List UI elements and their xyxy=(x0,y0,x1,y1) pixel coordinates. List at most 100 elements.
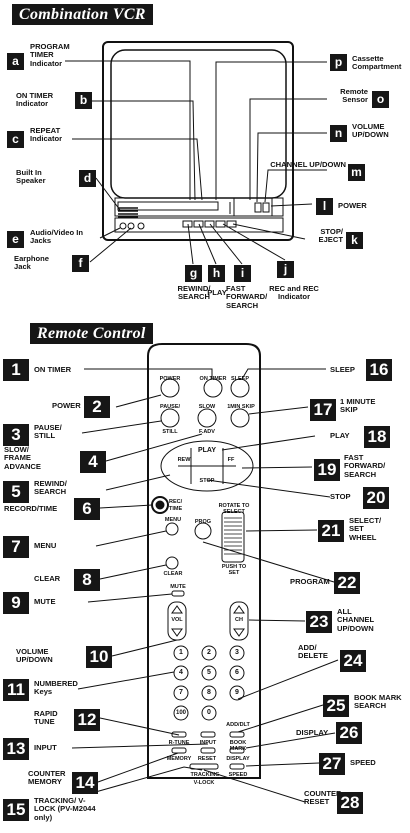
stop-button-label: STOP xyxy=(197,478,217,484)
clear-button-label: CLEAR xyxy=(163,571,183,577)
label-slow-frame-advance: SLOW/ FRAME ADVANCE xyxy=(4,446,52,471)
play-button-label: PLAY xyxy=(197,448,217,454)
label-volume-up-down-vcr: VOLUME UP/DOWN xyxy=(352,123,402,140)
label-on-timer-indicator: ON TIMER Indicator xyxy=(16,92,68,109)
key-6[interactable]: 6 xyxy=(230,670,244,676)
label-stop-eject: STOP/ EJECT xyxy=(307,228,343,245)
badge-c: c xyxy=(7,131,24,148)
badge-d: d xyxy=(79,170,96,187)
badge-16: 16 xyxy=(366,359,392,381)
label-built-in-speaker: Built In Speaker xyxy=(16,169,61,186)
badge-1: 1 xyxy=(3,359,29,381)
skip-button-label: 1MIN SKIP xyxy=(226,404,256,410)
label-select-set-wheel: SELECT/ SET WHEEL xyxy=(349,517,389,542)
label-menu: MENU xyxy=(34,542,56,550)
badge-5: 5 xyxy=(3,481,29,503)
key-4[interactable]: 4 xyxy=(174,670,188,676)
badge-m: m xyxy=(348,164,365,181)
label-fast-forward-search-remote: FAST FORWARD/ SEARCH xyxy=(344,454,394,479)
book-mark-button-label: BOOK MARK xyxy=(224,740,252,752)
slow-button-label: SLOW xyxy=(196,404,218,410)
label-speed: SPEED xyxy=(350,759,376,767)
badge-4: 4 xyxy=(80,451,106,473)
label-tracking-v-lock: TRACKING/ V-LOCK (PV-M2044 only) xyxy=(34,797,98,822)
badge-2: 2 xyxy=(84,396,110,418)
label-sleep: SLEEP xyxy=(330,366,355,374)
rec-button-label: REC/ xyxy=(169,499,185,505)
label-record-time: RECORD/TIME xyxy=(4,505,57,513)
key-7[interactable]: 7 xyxy=(174,690,188,696)
badge-15: 15 xyxy=(3,799,29,821)
badge-25: 25 xyxy=(323,695,349,717)
menu-button-label: MENU xyxy=(163,517,183,523)
badge-8: 8 xyxy=(74,569,100,591)
memory-button-label: MEMORY xyxy=(166,756,192,762)
label-one-minute-skip: 1 MINUTE SKIP xyxy=(340,398,382,415)
label-all-channel-up-down: ALL CHANNEL UP/DOWN xyxy=(337,608,387,633)
label-rec-indicator: REC and REC Indicator xyxy=(258,285,330,302)
label-channel-up-down: CHANNEL UP/DOWN xyxy=(329,161,346,169)
label-counter-reset: COUNTER RESET xyxy=(304,790,338,807)
badge-11: 11 xyxy=(3,679,29,701)
badge-7: 7 xyxy=(3,536,29,558)
reset-button-label: RESET xyxy=(197,756,217,762)
mute-button-label: MUTE xyxy=(168,584,188,590)
badge-b: b xyxy=(75,92,92,109)
label-cassette-compartment: Cassette Compartment xyxy=(352,55,408,72)
label-program: PROGRAM xyxy=(290,578,330,586)
badge-19: 19 xyxy=(314,459,340,481)
badge-a: a xyxy=(7,53,24,70)
push-set-label: PUSH TO SET xyxy=(217,564,251,576)
label-input: INPUT xyxy=(34,744,57,752)
badge-17: 17 xyxy=(310,399,336,421)
badge-k: k xyxy=(346,232,363,249)
badge-24: 24 xyxy=(340,650,366,672)
sleep-button-label: SLEEP xyxy=(229,376,251,382)
badge-22: 22 xyxy=(334,572,360,594)
badge-l: l xyxy=(316,198,333,215)
badge-21: 21 xyxy=(318,520,344,542)
ff-button-label: FF xyxy=(223,457,239,463)
badge-13: 13 xyxy=(3,738,29,760)
label-on-timer: ON TIMER xyxy=(34,366,71,374)
badge-26: 26 xyxy=(336,722,362,744)
badge-e: e xyxy=(7,231,24,248)
key-0[interactable]: 0 xyxy=(202,710,216,716)
badge-20: 20 xyxy=(363,487,389,509)
badge-j: j xyxy=(277,261,294,278)
label-counter-memory: COUNTER MEMORY xyxy=(28,770,70,787)
label-rewind-search-remote: REWIND/ SEARCH xyxy=(34,480,82,497)
badge-12: 12 xyxy=(74,709,100,731)
power-button-label: POWER xyxy=(158,376,182,382)
v-lock-button-label: V-LOCK xyxy=(192,780,216,786)
label-audio-video-in-jacks: Audio/Video In Jacks xyxy=(30,229,85,246)
label-mute: MUTE xyxy=(34,598,56,606)
pause-button-label: PAUSE/ xyxy=(158,404,182,410)
key-9[interactable]: 9 xyxy=(230,690,244,696)
key-8[interactable]: 8 xyxy=(202,690,216,696)
label-clear: CLEAR xyxy=(34,575,60,583)
badge-f: f xyxy=(72,255,89,272)
badge-g: g xyxy=(185,265,202,282)
key-100[interactable]: 100 xyxy=(174,710,188,716)
label-power-vcr: POWER xyxy=(338,202,378,210)
label-stop-remote: STOP xyxy=(330,493,351,501)
label-numbered-keys: NUMBERED Keys xyxy=(34,680,78,697)
label-repeat-indicator: REPEAT Indicator xyxy=(30,127,80,144)
rotate-select-label: ROTATE TO SELECT xyxy=(217,503,251,515)
label-earphone-jack: Earphone Jack xyxy=(14,255,59,272)
input-button-label: INPUT xyxy=(198,740,218,746)
add-dlt-button-label: ADD/DLT xyxy=(225,722,251,728)
still-button-label: STILL xyxy=(160,429,180,435)
vol-button-label: VOL xyxy=(168,617,186,623)
key-2[interactable]: 2 xyxy=(202,650,216,656)
fadv-button-label: F.ADV xyxy=(197,429,217,435)
key-1[interactable]: 1 xyxy=(174,650,188,656)
badge-n: n xyxy=(330,125,347,142)
rew-button-label: REW xyxy=(176,457,192,463)
key-5[interactable]: 5 xyxy=(202,670,216,676)
key-3[interactable]: 3 xyxy=(230,650,244,656)
prog-button-label: PROG xyxy=(194,519,212,525)
badge-6: 6 xyxy=(74,498,100,520)
speed-button-label: SPEED xyxy=(228,772,248,778)
